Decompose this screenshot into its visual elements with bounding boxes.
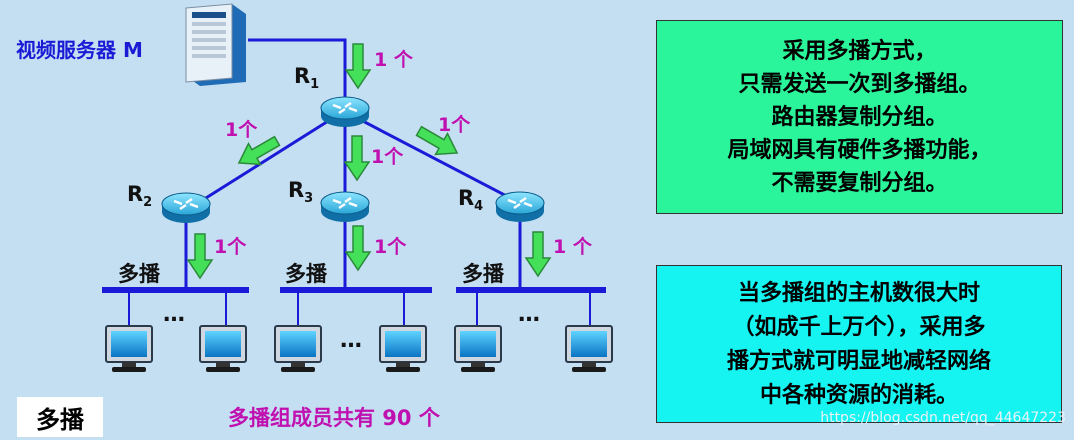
- more-hosts-ellipsis: …: [340, 328, 363, 353]
- message-count-r3: 1个: [371, 146, 404, 168]
- router-r3-icon: [319, 190, 371, 224]
- router-r4-icon: [494, 190, 546, 224]
- arrow-r1-r3-icon: [344, 135, 370, 181]
- arrow-r3-lan-icon: [345, 225, 371, 271]
- info-line: 只需发送一次到多播组。: [738, 71, 981, 97]
- lan-3: [456, 287, 606, 326]
- arrow-server-r1-icon: [345, 43, 371, 89]
- more-hosts-ellipsis: …: [163, 302, 186, 327]
- info-box-scale: 当多播组的主机数很大时 （如成千上万个），采用多 播方式就可明显地减轻网络 中各…: [656, 265, 1062, 423]
- watermark: https://blog.csdn.net/qq_44647223: [820, 410, 1066, 426]
- info-line: 当多播组的主机数很大时: [737, 281, 980, 306]
- info-line: 中各种资源的消耗。: [759, 383, 958, 408]
- info-line: 路由器复制分组。: [771, 104, 948, 130]
- message-count-r3-lan: 1个: [374, 236, 407, 258]
- arrow-r4-lan-icon: [525, 231, 551, 277]
- lan-label-3: 多播: [462, 262, 504, 286]
- host-computer-icon: [379, 325, 427, 373]
- link-r1-r4: [356, 116, 521, 205]
- link-server-r1: [248, 38, 347, 108]
- lan-label-2: 多播: [285, 262, 327, 286]
- more-hosts-ellipsis: …: [518, 302, 541, 327]
- message-count-r4-lan: 1 个: [553, 236, 592, 258]
- lan-1: [102, 287, 249, 326]
- video-server-icon: [185, 3, 246, 86]
- router-r4-label: R4: [458, 186, 484, 215]
- router-r2-icon: [160, 191, 212, 225]
- host-computer-icon: [199, 325, 247, 373]
- message-count-r4: 1个: [438, 114, 471, 136]
- info-line: 局域网具有硬件多播功能，: [727, 137, 992, 163]
- host-computer-icon: [105, 325, 153, 373]
- router-r1-icon: [319, 95, 371, 129]
- links: [184, 38, 522, 290]
- mode-label: 多播: [17, 397, 103, 437]
- info-line: 采用多播方式，: [782, 38, 937, 64]
- info-box-multicast: 采用多播方式， 只需发送一次到多播组。 路由器复制分组。 局域网具有硬件多播功能…: [656, 20, 1063, 214]
- info-line: 不需要复制分组。: [771, 170, 948, 196]
- router-r1-label: R1: [294, 64, 320, 93]
- router-r3-label: R3: [288, 178, 314, 207]
- info-line: （如成千上万个），采用多: [732, 315, 986, 340]
- lan-2: [280, 287, 432, 326]
- host-computer-icon: [274, 325, 322, 373]
- info-line: 播方式就可明显地减轻网络: [726, 349, 991, 374]
- router-r2-label: R2: [127, 182, 153, 211]
- group-member-count: 多播组成员共有 90 个: [228, 406, 440, 430]
- message-count-r2: 1个: [225, 119, 258, 141]
- arrow-r2-lan-icon: [187, 233, 213, 279]
- host-computer-icon: [565, 325, 613, 373]
- video-server-label: 视频服务器 M: [16, 38, 143, 62]
- link-r1-r2: [189, 116, 334, 210]
- host-computer-icon: [454, 325, 502, 373]
- message-count-server: 1 个: [374, 49, 413, 71]
- lan-label-1: 多播: [118, 262, 160, 286]
- message-count-r2-lan: 1个: [214, 236, 247, 258]
